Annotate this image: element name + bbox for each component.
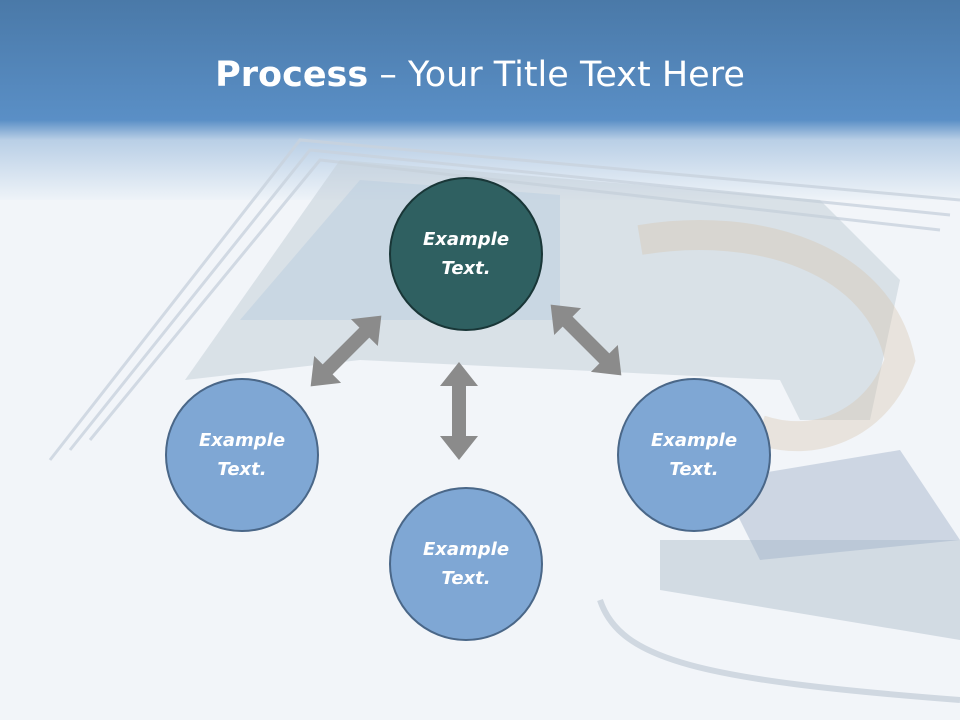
node-top-text: Example Text. — [422, 229, 510, 279]
double-arrow-vertical — [440, 362, 478, 460]
node-left-text: Example Text. — [198, 430, 286, 480]
node-top-center: Example Text. — [389, 177, 543, 331]
magazine-background-image — [48, 138, 960, 703]
double-arrow-left-diagonal — [310, 315, 382, 387]
double-arrow-right-diagonal — [550, 304, 622, 376]
title-rest: – Your Title Text Here — [368, 55, 745, 95]
node-left: Example Text. — [165, 378, 319, 532]
node-right: Example Text. — [617, 378, 771, 532]
node-bottom-text: Example Text. — [422, 539, 510, 589]
node-bottom: Example Text. — [389, 487, 543, 641]
node-right-text: Example Text. — [650, 430, 738, 480]
title-bold: Process — [215, 55, 369, 95]
slide-title: Process – Your Title Text Here — [0, 50, 960, 100]
